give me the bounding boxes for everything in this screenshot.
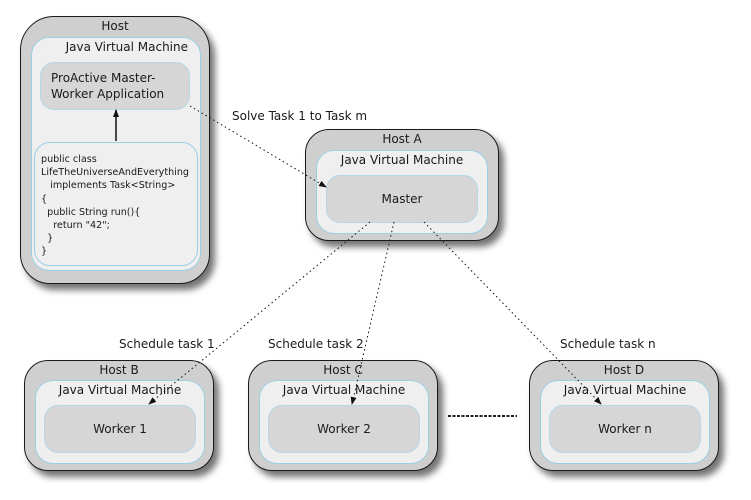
client-host-title: Host [101,19,129,33]
master-jvm-title: Java Virtual Machine [340,153,464,167]
master-jvm: Java Virtual Machine Master [316,150,488,234]
worker-1-node: Worker 1 [44,405,196,453]
worker-host-b-jvm: Java Virtual Machine Worker 1 [35,380,205,464]
worker-host-d-jvm-title: Java Virtual Machine [563,383,687,397]
worker-host-c-jvm: Java Virtual Machine Worker 2 [259,380,429,464]
worker-host-c-jvm-title: Java Virtual Machine [282,383,406,397]
worker-host-b: Host B Java Virtual Machine Worker 1 [24,360,214,471]
proactive-application-node: ProActive Master- Worker Application [40,62,190,110]
worker-host-c-title: Host C [323,363,363,377]
worker-host-d-title: Host D [603,363,645,377]
worker-host-b-title: Host B [99,363,139,377]
worker-n-node: Worker n [549,405,701,453]
master-host-title: Host A [382,132,422,146]
worker-n-label: Worker n [598,422,652,436]
worker-host-c: Host C Java Virtual Machine Worker 2 [248,360,438,471]
schedule-task-n-label: Schedule task n [560,337,656,351]
worker-host-b-jvm-title: Java Virtual Machine [58,383,182,397]
worker-2-node: Worker 2 [268,405,420,453]
worker-host-d: Host D Java Virtual Machine Worker n [529,360,719,471]
task-code-block: public class LifeTheUniverseAndEverythin… [34,142,198,266]
solve-task-label: Solve Task 1 to Task m [232,109,368,123]
worker-host-d-jvm: Java Virtual Machine Worker n [540,380,710,464]
worker-2-label: Worker 2 [317,422,371,436]
master-node: Master [326,175,478,223]
master-host: Host A Java Virtual Machine Master [305,129,499,241]
client-jvm: Java Virtual Machine ProActive Master- W… [31,37,201,271]
client-host: Host Java Virtual Machine ProActive Mast… [20,16,210,284]
proactive-application-label: ProActive Master- Worker Application [51,71,165,101]
schedule-task-1-label: Schedule task 1 [119,337,215,351]
schedule-task-2-label: Schedule task 2 [268,337,364,351]
master-node-label: Master [381,192,423,206]
worker-1-label: Worker 1 [93,422,147,436]
client-jvm-title: Java Virtual Machine [65,40,188,54]
